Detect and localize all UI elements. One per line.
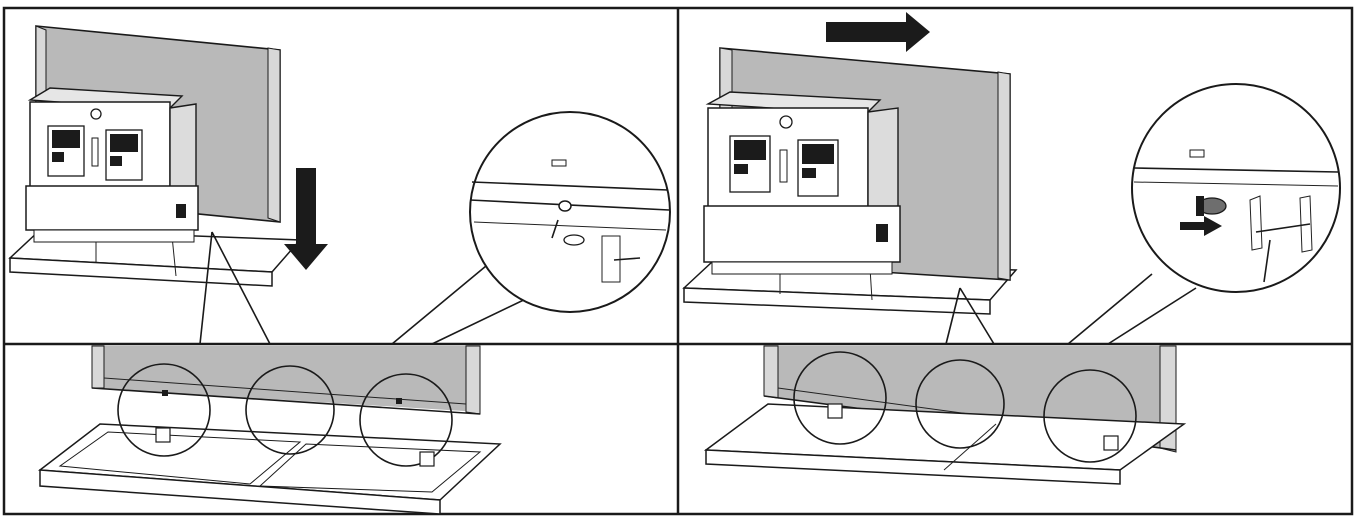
bracket-circle-6 <box>1043 369 1137 463</box>
arrow-right-icon <box>826 12 930 52</box>
magnifier-detail-2 <box>1131 83 1341 293</box>
inverter-cabinet-right <box>703 91 901 275</box>
bracket-circle-1 <box>117 363 211 457</box>
step-1-lower-view <box>8 25 533 345</box>
inverter-cabinet-left <box>25 87 199 243</box>
arrow-down-icon <box>284 168 328 270</box>
step-1-close-up <box>37 345 502 515</box>
step-2-close-up <box>703 345 1187 485</box>
magnifier-detail-1 <box>469 111 671 313</box>
step-2-slide-view <box>682 12 1197 345</box>
bracket-circle-4 <box>793 351 887 445</box>
bracket-circle-2 <box>245 365 335 455</box>
bracket-circle-5 <box>915 359 1005 449</box>
bracket-circle-3 <box>359 373 453 467</box>
